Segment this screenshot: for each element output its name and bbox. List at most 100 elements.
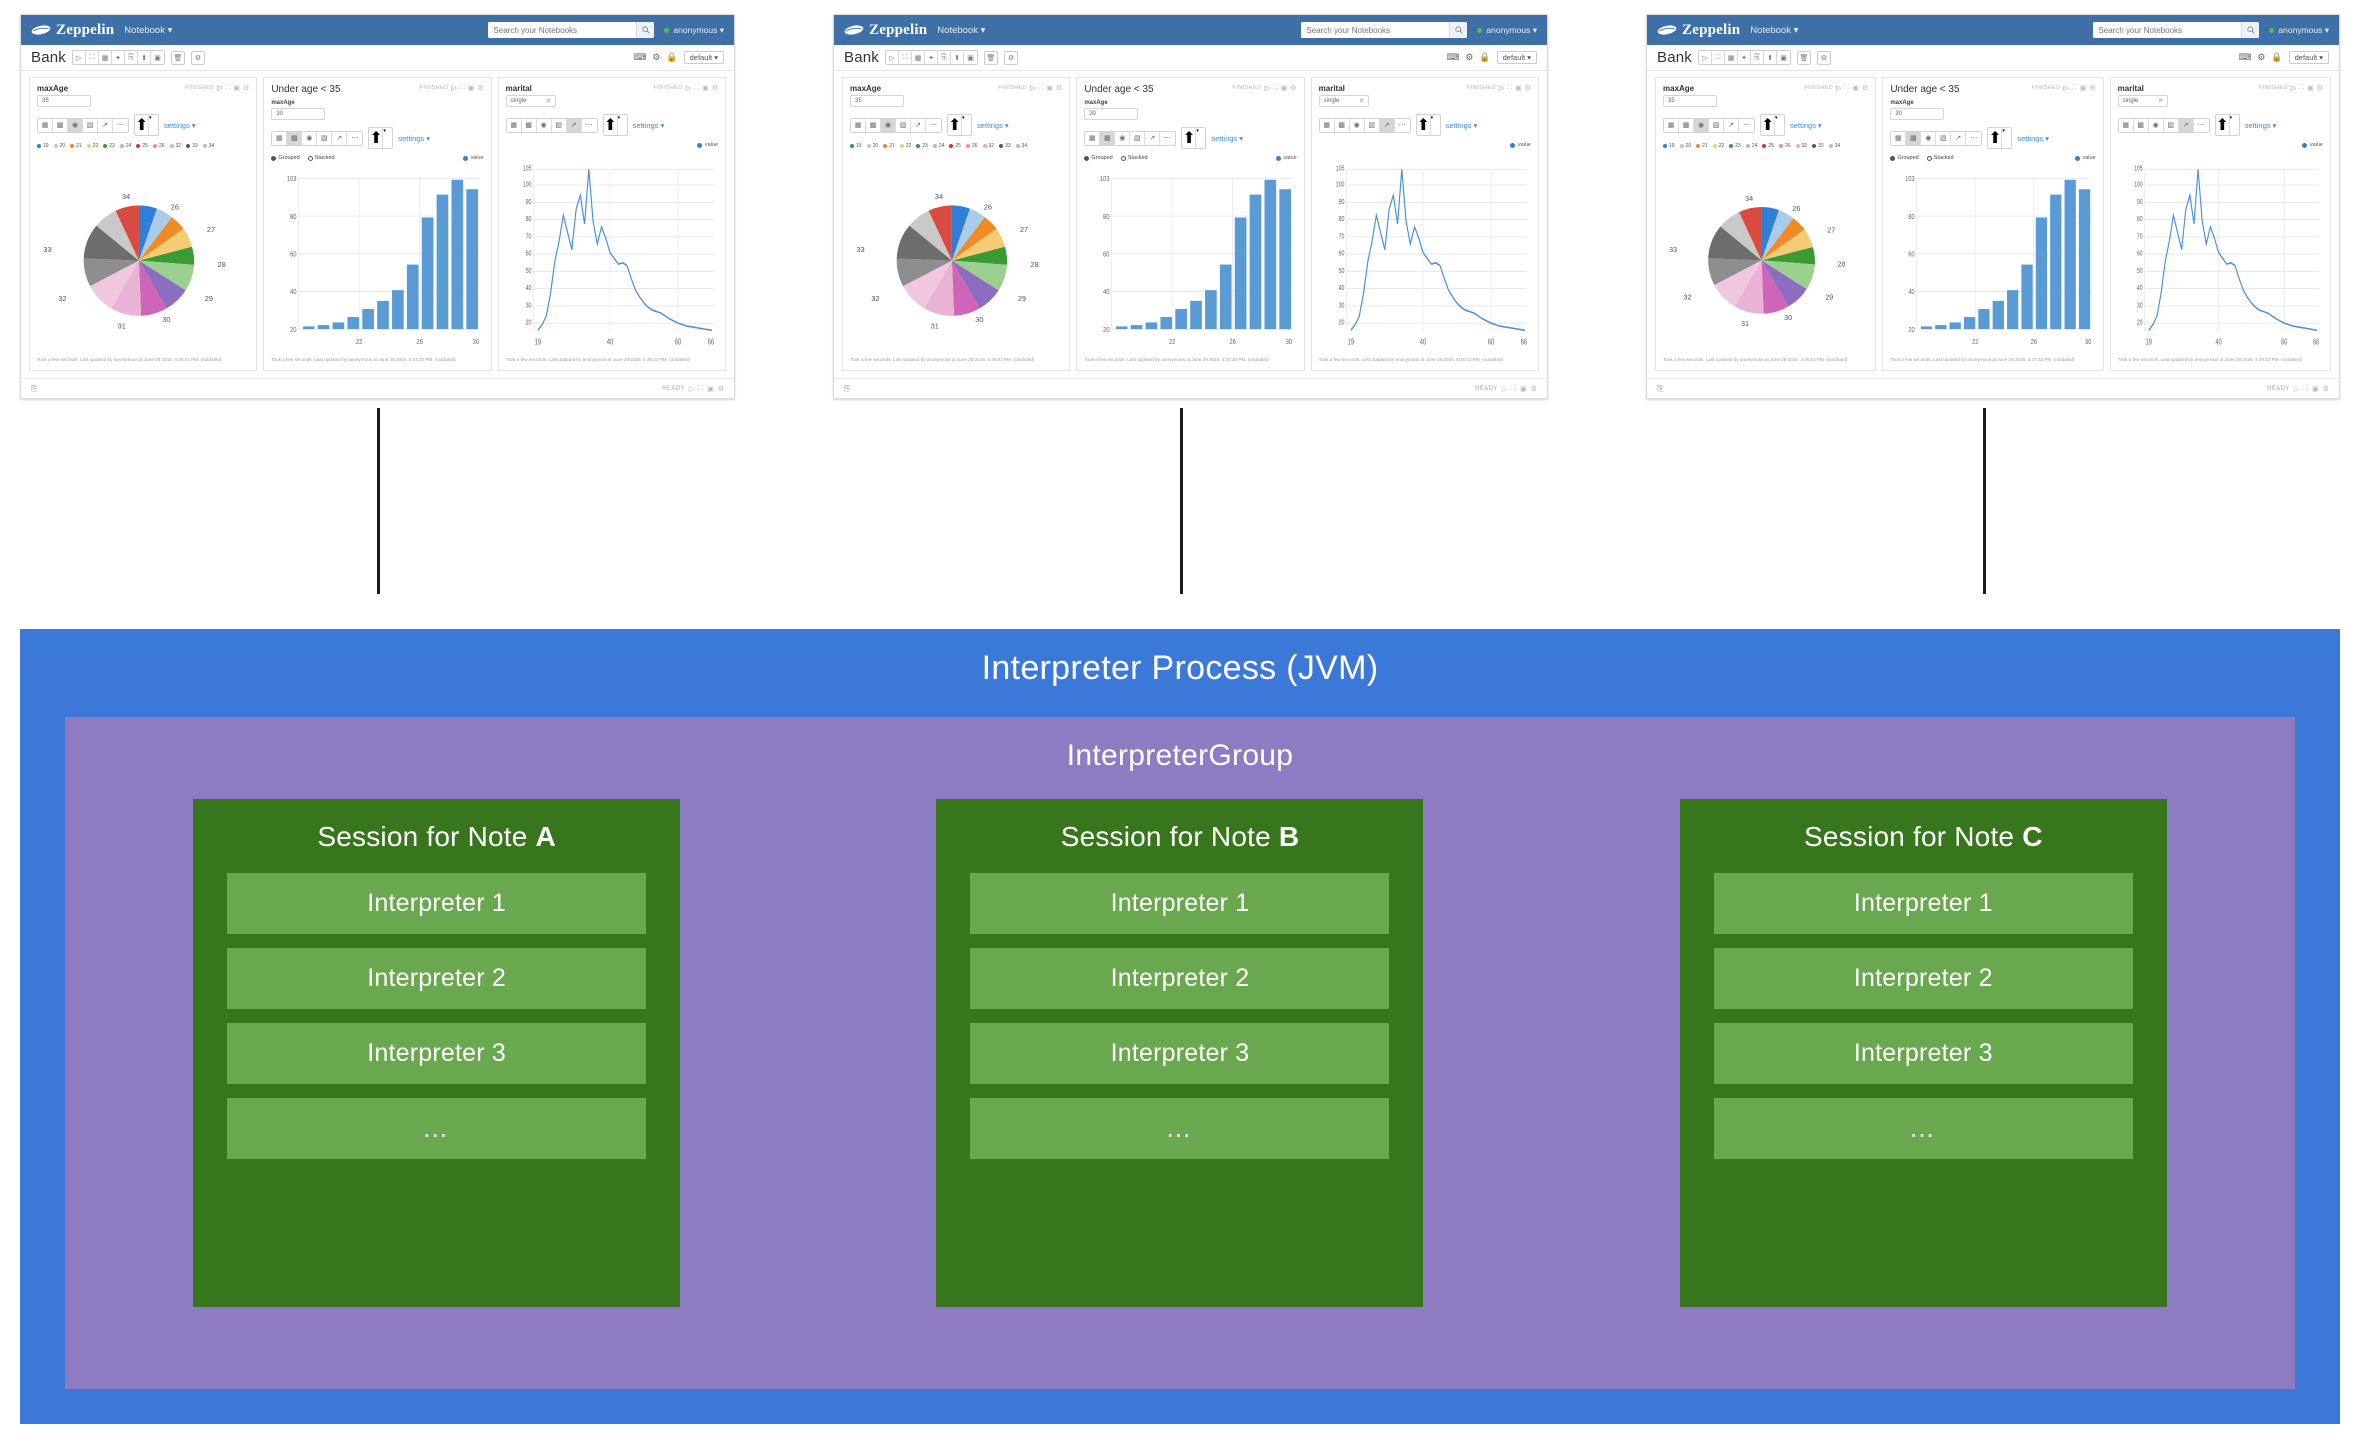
scatter-chart-icon[interactable]: ⋯ (347, 131, 363, 145)
table-icon[interactable]: ▦ (272, 131, 288, 145)
line-chart-icon[interactable]: ↗ (332, 131, 348, 145)
maxage-input[interactable]: 30 (1890, 108, 1945, 120)
viz-type-group[interactable]: ▦ ▩ ◉ ▧ ↗ ⋯ (271, 130, 364, 146)
interpreter-item[interactable]: Interpreter 1 (970, 873, 1390, 934)
settings-link[interactable]: settings ▾ (632, 120, 665, 130)
settings-gear-icon[interactable]: ⚙ (191, 50, 205, 65)
search-icon[interactable] (1449, 22, 1468, 38)
scatter-chart-icon[interactable]: ⋯ (2193, 118, 2209, 132)
brush-icon[interactable]: ✦ (925, 51, 938, 64)
search-box[interactable] (488, 22, 655, 38)
gear-icon[interactable]: ⚙ (1862, 85, 1869, 92)
legend-item[interactable]: 21 (883, 143, 895, 149)
nav-notebook[interactable]: Notebook ▾ (937, 24, 986, 36)
paragraph-bar[interactable]: Under age < 35 FINISHED ▷ ⛶ ▣ ⚙ maxAge 3… (1076, 77, 1305, 371)
bar-chart-icon[interactable]: ▩ (521, 118, 537, 132)
marital-select[interactable]: single ⇵ (2117, 95, 2168, 107)
search-box[interactable] (2093, 22, 2260, 38)
book-icon[interactable]: ▣ (467, 85, 475, 92)
user-menu[interactable]: anonymous ▾ (664, 25, 724, 36)
book-icon[interactable]: ▣ (2307, 85, 2314, 92)
settings-link[interactable]: settings ▾ (398, 133, 431, 143)
search-icon[interactable] (636, 22, 655, 38)
notebook-card-b[interactable]: Zeppelin Notebook ▾ anonymous ▾ Bank ▷ ⛶… (833, 14, 1548, 399)
series-legend-value[interactable]: value (2074, 155, 2096, 161)
pie-chart-icon[interactable]: ◉ (1921, 131, 1937, 145)
legend-item[interactable]: 33 (1812, 143, 1824, 149)
legend-item[interactable]: 23 (916, 143, 928, 149)
line-chart-icon[interactable]: ↗ (1951, 131, 1967, 145)
scatter-chart-icon[interactable]: ⋯ (926, 118, 941, 132)
legend-item[interactable]: 20 (53, 143, 65, 149)
legend-item[interactable]: 22 (1712, 143, 1724, 149)
book-icon[interactable]: ▣ (1520, 385, 1527, 393)
gear-icon[interactable]: ⚙ (2257, 52, 2266, 62)
doc-icon[interactable]: ▣ (1777, 51, 1790, 64)
stacked-radio[interactable]: Stacked (307, 155, 335, 161)
pie-chart-icon[interactable]: ◉ (2148, 118, 2164, 132)
paragraph-line[interactable]: marital FINISHED ▷ ⛶ ▣ ⚙ single ⇵ ▦ (2109, 77, 2331, 371)
interpreter-item-more[interactable]: … (227, 1098, 647, 1159)
zeppelin-logo[interactable]: Zeppelin (1657, 22, 1740, 39)
area-chart-icon[interactable]: ▧ (1130, 131, 1146, 145)
table-icon[interactable]: ▦ (1891, 131, 1907, 145)
play-icon[interactable]: ▷ (2293, 385, 2300, 393)
gear-icon[interactable]: ⚙ (477, 85, 484, 92)
caret-down-icon[interactable]: ▾ (149, 115, 152, 121)
interpreter-item-more[interactable]: … (1713, 1098, 2133, 1159)
expand-icon[interactable]: ⛶ (1272, 84, 1278, 91)
pie-chart-icon[interactable]: ◉ (1115, 131, 1131, 145)
scatter-chart-icon[interactable]: ⋯ (1160, 131, 1176, 145)
stack-mode-radios[interactable]: Grouped Stacked (1084, 155, 1148, 161)
trash-icon[interactable]: 🗑 (984, 50, 998, 65)
expand-icon[interactable]: ⛶ (2071, 84, 2077, 91)
bar-chart-icon[interactable]: ▩ (1100, 131, 1116, 145)
scatter-chart-icon[interactable]: ⋯ (113, 118, 128, 132)
marital-select[interactable]: single ⇵ (1318, 95, 1369, 107)
settings-link[interactable]: settings ▾ (2244, 120, 2277, 130)
caret-down-icon[interactable]: ▾ (383, 128, 386, 134)
grouped-radio[interactable]: Grouped (1084, 155, 1113, 161)
settings-link[interactable]: settings ▾ (1790, 120, 1822, 130)
note-action-group[interactable]: ▷ ⛶ ▦ ✦ ⎘ ⬆ ▣ (885, 50, 978, 65)
keyboard-icon[interactable]: ⌨ (633, 52, 647, 62)
area-chart-icon[interactable]: ▧ (2163, 118, 2179, 132)
trash-icon[interactable]: 🗑 (171, 50, 185, 65)
copy-icon[interactable]: ⎘ (125, 51, 138, 64)
run-icon[interactable]: ▷ (73, 51, 86, 64)
play-icon[interactable]: ▷ (1501, 385, 1508, 393)
search-box[interactable] (1301, 22, 1468, 38)
line-chart-icon[interactable]: ↗ (1145, 131, 1161, 145)
interpreter-item[interactable]: Interpreter 3 (227, 1023, 647, 1084)
search-input[interactable] (1301, 22, 1450, 38)
gear-icon[interactable]: ⚙ (711, 85, 718, 92)
lock-icon[interactable]: 🔒 (2271, 52, 2283, 62)
interpreter-item[interactable]: Interpreter 2 (970, 948, 1390, 1009)
interpreter-item[interactable]: Interpreter 2 (227, 948, 647, 1009)
paragraph-pie[interactable]: maxAge FINISHED ▷ ⛶ ▣ ⚙ 35 ▦ ▩ ◉ (1655, 77, 1877, 371)
viz-type-group[interactable]: ▦ ▩ ◉ ▧ ↗ ⋯ (37, 117, 129, 133)
bar-chart-icon[interactable]: ▩ (866, 118, 881, 132)
download-group[interactable]: ⬆ ▾ (602, 114, 628, 136)
legend-item[interactable]: 32 (169, 143, 181, 149)
legend-item[interactable]: 24 (932, 143, 944, 149)
expand-icon[interactable]: ⛶ (899, 51, 912, 64)
pie-chart-icon[interactable]: ◉ (302, 131, 318, 145)
line-chart-icon[interactable]: ↗ (566, 118, 582, 132)
caret-down-icon[interactable]: ▾ (962, 115, 965, 121)
legend-item[interactable]: 26 (1778, 143, 1791, 149)
expand-icon[interactable]: ⛶ (1038, 84, 1044, 91)
play-icon[interactable]: ▷ (1836, 85, 1842, 92)
pie-chart-icon[interactable]: ◉ (1349, 118, 1365, 132)
maxage-input[interactable]: 30 (271, 108, 326, 120)
note-action-group[interactable]: ▷ ⛶ ▦ ✦ ⎘ ⬆ ▣ (72, 50, 165, 65)
trash-icon[interactable]: 🗑 (1797, 50, 1811, 65)
play-icon[interactable]: ▷ (1498, 85, 1505, 92)
stacked-radio[interactable]: Stacked (1926, 155, 1954, 161)
copy-icon[interactable]: ⎘ (938, 51, 951, 64)
expand-icon[interactable]: ⛶ (1511, 384, 1517, 392)
scatter-chart-icon[interactable]: ⋯ (1394, 118, 1410, 132)
legend-item[interactable]: 22 (86, 143, 98, 149)
gear-icon[interactable]: ⚙ (1056, 85, 1063, 92)
export-icon[interactable]: ⬆ (138, 51, 151, 64)
